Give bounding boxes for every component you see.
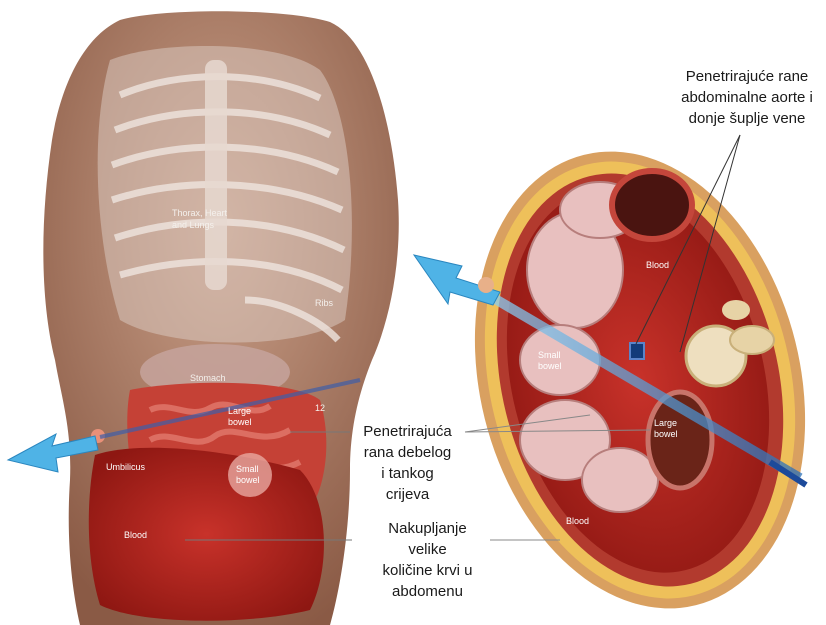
label-section-large-bowel-1: Large <box>654 418 677 428</box>
callout-aorta-line-1: Penetrirajuće rane <box>668 66 826 87</box>
label-section-large-bowel-2: bowel <box>654 429 678 439</box>
callout-bowel-wound: Penetrirajuća rana debelog i tankog crij… <box>345 421 470 505</box>
aorta-section <box>630 343 644 359</box>
label-section-small-bowel-2: bowel <box>538 361 562 371</box>
label-blood-top: Blood <box>646 260 669 270</box>
callout-blood-line-4: abdomenu <box>360 581 495 602</box>
label-section-small-bowel-1: Small <box>538 350 561 360</box>
stomach-section <box>612 171 692 239</box>
callout-blood: Nakupljanje velike količine krvi u abdom… <box>360 518 495 602</box>
callout-bowel-line-4: crijeva <box>345 484 470 505</box>
callout-bowel-line-1: Penetrirajuća <box>345 421 470 442</box>
label-large-bowel-2: bowel <box>228 417 252 427</box>
torso-figure: Thorax, Heart and Lungs Ribs Stomach Larg… <box>8 11 399 625</box>
label-blood-bottom: Blood <box>566 516 589 526</box>
callout-bowel-line-3: i tankog <box>345 463 470 484</box>
label-large-bowel-1: Large <box>228 406 251 416</box>
callout-blood-line-2: velike <box>360 539 495 560</box>
label-stomach: Stomach <box>190 373 226 383</box>
sternum <box>205 60 227 290</box>
label-small-bowel-2: bowel <box>236 475 260 485</box>
label-small-bowel-1: Small <box>236 464 259 474</box>
callout-aorta-line-3: donje šuplje vene <box>668 108 826 129</box>
callout-blood-line-1: Nakupljanje <box>360 518 495 539</box>
label-thorax-2: and Lungs <box>172 220 215 230</box>
label-umbilicus: Umbilicus <box>106 462 146 472</box>
callout-aorta-line-2: abdominalne aorte i <box>668 87 826 108</box>
wound-right <box>478 277 494 293</box>
label-ribs: Ribs <box>315 298 334 308</box>
callout-blood-line-3: količine krvi u <box>360 560 495 581</box>
label-thorax-1: Thorax, Heart <box>172 208 228 218</box>
label-blood-left: Blood <box>124 530 147 540</box>
callout-bowel-line-2: rana debelog <box>345 442 470 463</box>
callout-aorta: Penetrirajuće rane abdominalne aorte i d… <box>668 66 826 129</box>
label-rib12: 12 <box>315 403 325 413</box>
